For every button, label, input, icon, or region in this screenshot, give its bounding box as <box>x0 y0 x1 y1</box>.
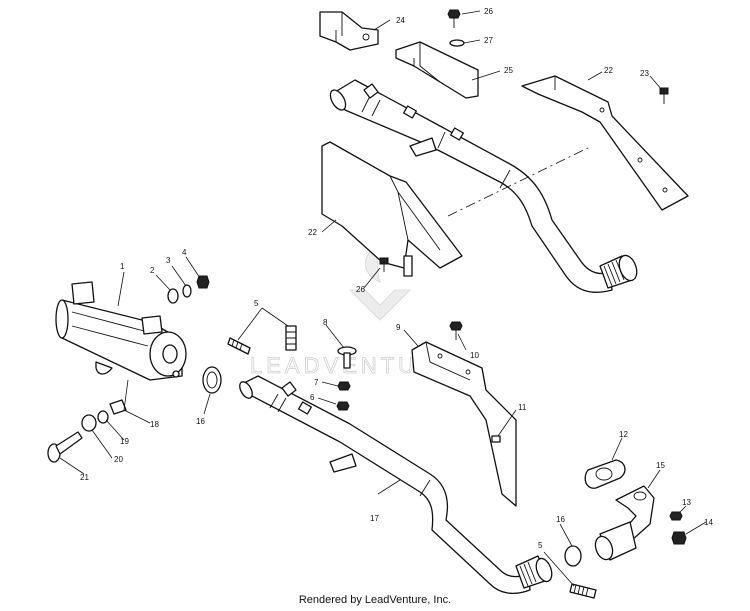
upper-pipe-flex-end <box>599 254 638 289</box>
part-19-o-ring <box>97 410 109 424</box>
part-21-bolt <box>47 431 83 463</box>
upper-exhaust-pipe <box>329 79 638 293</box>
part-13-washer <box>669 511 683 521</box>
callout-15: 15 <box>656 461 665 470</box>
part-5-spring-pair <box>227 325 297 355</box>
part-3-washer <box>182 284 192 298</box>
part-26-bolt <box>447 9 461 28</box>
callout-22-upper: 22 <box>604 66 613 75</box>
part-2-spacer <box>167 288 179 304</box>
part-11-stud <box>491 435 501 443</box>
part-6-nut <box>336 401 350 411</box>
callout-25: 25 <box>504 66 513 75</box>
callout-4: 4 <box>182 248 187 257</box>
callout-5-upper: 5 <box>254 299 259 308</box>
callout-23: 23 <box>640 69 649 78</box>
part-16-gasket <box>202 366 222 394</box>
callout-22-left: 22 <box>308 228 317 237</box>
part-15-flange <box>594 485 655 561</box>
part-22-heat-shield-left <box>321 141 463 277</box>
part-27-washer <box>449 39 465 47</box>
callout-27: 27 <box>484 36 493 45</box>
callout-13: 13 <box>682 498 691 507</box>
part-1-muffler <box>55 281 187 381</box>
callout-24: 24 <box>396 16 405 25</box>
callout-17: 17 <box>370 514 379 523</box>
callout-labels: 24 26 27 25 22 23 22 26 1 2 3 4 5 8 7 6 … <box>80 7 713 550</box>
callout-21: 21 <box>80 473 89 482</box>
callout-19: 19 <box>120 437 129 446</box>
callout-11: 11 <box>518 403 527 412</box>
leader-lines <box>59 10 707 587</box>
part-7-nut <box>337 381 351 391</box>
part-8-plug <box>337 346 357 369</box>
callout-5-lower: 5 <box>538 541 543 550</box>
part-12-gasket <box>584 459 626 489</box>
callout-8: 8 <box>323 318 328 327</box>
part-5-spring-lower <box>569 583 597 599</box>
lower-pipe-flex-end <box>515 555 553 589</box>
callout-1: 1 <box>120 262 125 271</box>
callout-26-lower: 26 <box>356 285 365 294</box>
callout-7: 7 <box>314 378 319 387</box>
part-26-bolt-lower <box>379 257 389 272</box>
alignment-line <box>447 145 593 217</box>
part-22-heat-shield-upper <box>521 75 689 211</box>
part-17-lower-pipe <box>239 375 553 595</box>
callout-16-lower: 16 <box>556 515 565 524</box>
footer-credit: Rendered by LeadVenture, Inc. <box>298 594 452 606</box>
callout-10: 10 <box>470 351 479 360</box>
callout-2: 2 <box>150 266 155 275</box>
part-25-bracket <box>395 41 479 99</box>
callout-16-upper: 16 <box>196 417 205 426</box>
part-14-nut <box>671 531 687 545</box>
callout-9: 9 <box>396 323 401 332</box>
part-23-screw <box>659 87 669 104</box>
callout-12: 12 <box>619 430 628 439</box>
callout-14: 14 <box>704 518 713 527</box>
callout-18: 18 <box>150 420 159 429</box>
callout-26: 26 <box>484 7 493 16</box>
part-4-nut <box>196 275 210 289</box>
part-16-gasket-lower <box>564 545 582 567</box>
callout-6: 6 <box>310 393 315 402</box>
part-24-bracket <box>319 11 379 51</box>
part-10-bolt <box>449 321 463 340</box>
callout-20: 20 <box>114 455 123 464</box>
part-9-heat-shield-lower <box>411 341 517 507</box>
callout-3: 3 <box>166 256 171 265</box>
part-18-grommet <box>109 399 127 415</box>
part-20-bushing <box>81 414 97 432</box>
